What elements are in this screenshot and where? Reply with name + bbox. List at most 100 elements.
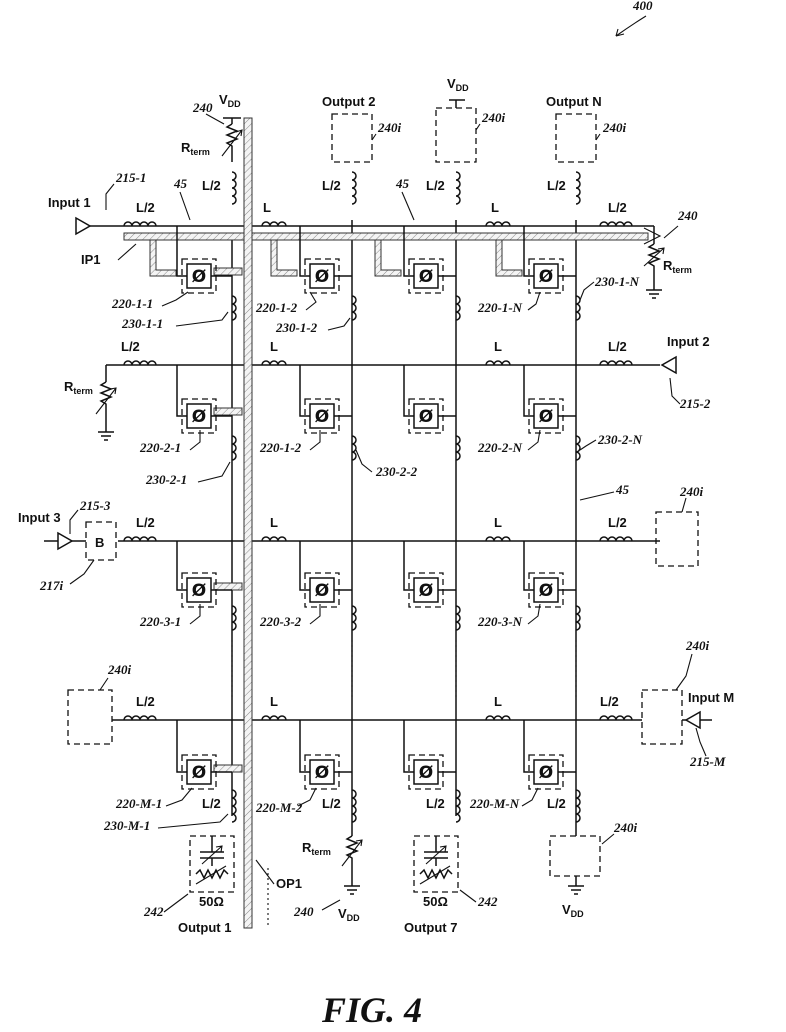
ref-240i: 240i bbox=[685, 638, 710, 653]
shifter-ref-220-1-1: 220-1-1 bbox=[111, 296, 153, 311]
inductor-label: L bbox=[491, 200, 499, 215]
inductor-label: L/2 bbox=[426, 796, 445, 811]
coupler-ref-230-1-n: 230-1-N bbox=[594, 274, 640, 289]
shifter-ref-220-1-2: 220-1-2 bbox=[255, 300, 298, 315]
coupler-ref-230-2-1: 230-2-1 bbox=[145, 472, 187, 487]
inductor-label: L/2 bbox=[426, 178, 445, 193]
ref-45: 45 bbox=[395, 176, 410, 191]
coupler-ref-230-2-n: 230-2-N bbox=[597, 432, 643, 447]
input-1-amplifier bbox=[75, 216, 92, 236]
inductor-label: L/2 bbox=[202, 796, 221, 811]
output-n-label: Output N bbox=[546, 94, 602, 109]
input-2-label: Input 2 bbox=[667, 334, 710, 349]
ref-217i: 217i bbox=[39, 578, 64, 593]
input-m-amplifier bbox=[684, 710, 701, 730]
ref-240i: 240i bbox=[679, 484, 704, 499]
input-path-ip1 bbox=[123, 232, 649, 241]
phase-shifter-symbol: Ø bbox=[419, 267, 433, 287]
coupler-ref-230-m-1: 230-M-1 bbox=[103, 818, 150, 833]
phase-shifter-symbol: Ø bbox=[315, 407, 329, 427]
inductor-label: L bbox=[494, 515, 502, 530]
coupler-ref-230-1-1: 230-1-1 bbox=[121, 316, 163, 331]
ref-240: 240 bbox=[192, 100, 213, 115]
inductor-label: L/2 bbox=[322, 178, 341, 193]
input-3-label: Input 3 bbox=[18, 510, 61, 525]
coupler-ref-230-1-2: 230-1-2 bbox=[275, 320, 318, 335]
col3-top-block bbox=[435, 107, 477, 163]
shifter-ref-220-m-2: 220-M-2 bbox=[255, 800, 303, 815]
phase-shifter-symbol: Ø bbox=[192, 581, 206, 601]
phase-shifter-symbol: Ø bbox=[419, 581, 433, 601]
ref-215-m: 215-M bbox=[689, 754, 726, 769]
ref-242: 242 bbox=[477, 894, 498, 909]
inductor-label: L bbox=[270, 515, 278, 530]
inductor-coils bbox=[123, 171, 633, 823]
inductor-label: L/2 bbox=[322, 796, 341, 811]
row3-right-block bbox=[655, 511, 699, 567]
phase-shifter-symbol: Ø bbox=[192, 407, 206, 427]
shifter-ref-220-1-2b: 220-1-2 bbox=[259, 440, 302, 455]
output-n-block bbox=[555, 113, 597, 163]
shifter-ref-220-3-2: 220-3-2 bbox=[259, 614, 302, 629]
phase-shifter-symbol: Ø bbox=[539, 581, 553, 601]
figure-ref-400: 400 bbox=[632, 0, 653, 13]
coupler-ref-230-2-2: 230-2-2 bbox=[375, 464, 418, 479]
ref-240i: 240i bbox=[613, 820, 638, 835]
phase-shifter-symbol: Ø bbox=[539, 407, 553, 427]
inductor-label: L/2 bbox=[547, 178, 566, 193]
shifter-ref-220-3-n: 220-3-N bbox=[477, 614, 523, 629]
inductor-label: L/2 bbox=[136, 200, 155, 215]
phase-shifter-symbol: Ø bbox=[539, 763, 553, 783]
shifter-ref-220-m-1: 220-M-1 bbox=[115, 796, 162, 811]
output-7-label: Output 7 bbox=[404, 920, 457, 935]
input-m-label: Input M bbox=[688, 690, 734, 705]
inductor-label: L bbox=[270, 694, 278, 709]
phase-shifter-symbol: Ø bbox=[315, 581, 329, 601]
inductor-label: L bbox=[263, 200, 271, 215]
phase-shifter-symbol: Ø bbox=[315, 763, 329, 783]
ohms-label: 50Ω bbox=[423, 894, 448, 909]
vdd-bottom-label: VDD bbox=[562, 902, 584, 919]
inductor-label: L/2 bbox=[547, 796, 566, 811]
shifter-ref-220-m-n: 220-M-N bbox=[469, 796, 520, 811]
op1-label: OP1 bbox=[276, 876, 302, 891]
phase-shifter-symbol: Ø bbox=[192, 267, 206, 287]
phase-shifter-symbol: Ø bbox=[419, 407, 433, 427]
inductor-label: L/2 bbox=[202, 178, 221, 193]
inductor-label: L/2 bbox=[121, 339, 140, 354]
ref-240i: 240i bbox=[481, 110, 506, 125]
phase-shifter-symbol: Ø bbox=[192, 763, 206, 783]
phase-shifter-grid: Ø Ø Ø Ø Ø Ø Ø Ø Ø Ø Ø Ø Ø Ø Ø Ø bbox=[176, 226, 576, 790]
rterm-label: Rterm bbox=[663, 258, 692, 275]
ref-240i: 240i bbox=[377, 120, 402, 135]
phase-shifter-symbol: Ø bbox=[419, 763, 433, 783]
rterm-label: Rterm bbox=[302, 840, 331, 857]
buffer-block bbox=[85, 521, 117, 561]
ohms-label: 50Ω bbox=[199, 894, 224, 909]
output-1-label: Output 1 bbox=[178, 920, 231, 935]
output-path-op1 bbox=[243, 117, 253, 929]
phase-shifter-symbol: Ø bbox=[315, 267, 329, 287]
ref-240: 240 bbox=[293, 904, 314, 919]
input-2-amplifier bbox=[660, 355, 677, 375]
vdd-top-label: VDD bbox=[219, 92, 241, 109]
ip1-arrowhead bbox=[643, 227, 662, 245]
input-1-label: Input 1 bbox=[48, 195, 91, 210]
inductor-label: L bbox=[270, 339, 278, 354]
ref-240: 240 bbox=[677, 208, 698, 223]
ref-45: 45 bbox=[615, 482, 630, 497]
shifter-ref-220-2-1: 220-2-1 bbox=[139, 440, 181, 455]
buffer-label: B bbox=[95, 535, 104, 550]
ip1-label: IP1 bbox=[81, 252, 101, 267]
row-lines bbox=[106, 225, 660, 721]
inductor-label: L/2 bbox=[136, 694, 155, 709]
rterm-label: Rterm bbox=[64, 379, 93, 396]
dotted-continuations bbox=[231, 225, 577, 928]
inductor-label: L bbox=[494, 694, 502, 709]
inductor-label: L/2 bbox=[608, 339, 627, 354]
ip1-drops bbox=[149, 239, 523, 277]
ref-240i: 240i bbox=[107, 662, 132, 677]
ref-240i: 240i bbox=[602, 120, 627, 135]
inductor-label: L/2 bbox=[608, 200, 627, 215]
phase-shifter-symbol: Ø bbox=[539, 267, 553, 287]
